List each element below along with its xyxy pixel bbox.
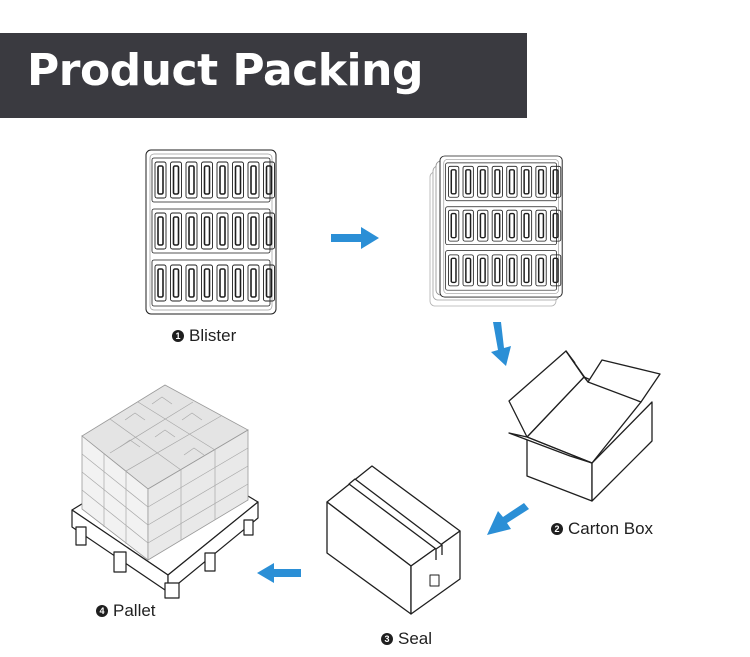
step-label-text: Seal bbox=[398, 629, 433, 648]
step-number-badge: 4 bbox=[96, 605, 108, 617]
pallet-stack-icon bbox=[71, 384, 259, 599]
title-banner: Product Packing bbox=[0, 33, 527, 118]
step-number-badge: 3 bbox=[381, 633, 393, 645]
step-label-text: Pallet bbox=[113, 601, 156, 620]
page-title: Product Packing bbox=[27, 45, 423, 96]
step-number-badge: 1 bbox=[172, 330, 184, 342]
step-number-badge: 2 bbox=[551, 523, 563, 535]
arrow-left-icon bbox=[257, 563, 301, 583]
open-carton-box-icon bbox=[508, 350, 661, 502]
step-label-text: Blister bbox=[189, 326, 237, 345]
stacked-blisters-icon bbox=[429, 156, 562, 307]
arrow-down-icon bbox=[491, 322, 511, 366]
step-blister-label: 1 Blister bbox=[172, 326, 236, 346]
arrow-right-icon bbox=[331, 227, 379, 249]
step-label-text: Carton Box bbox=[568, 519, 654, 538]
sealed-box-icon bbox=[326, 465, 461, 615]
step-carton-box-label: 2 Carton Box bbox=[551, 519, 653, 539]
step-pallet-label: 4 Pallet bbox=[96, 601, 156, 621]
step-seal-label: 3 Seal bbox=[381, 629, 432, 649]
arrow-down-left-icon bbox=[487, 503, 529, 535]
blister-tray-icon bbox=[146, 150, 276, 314]
